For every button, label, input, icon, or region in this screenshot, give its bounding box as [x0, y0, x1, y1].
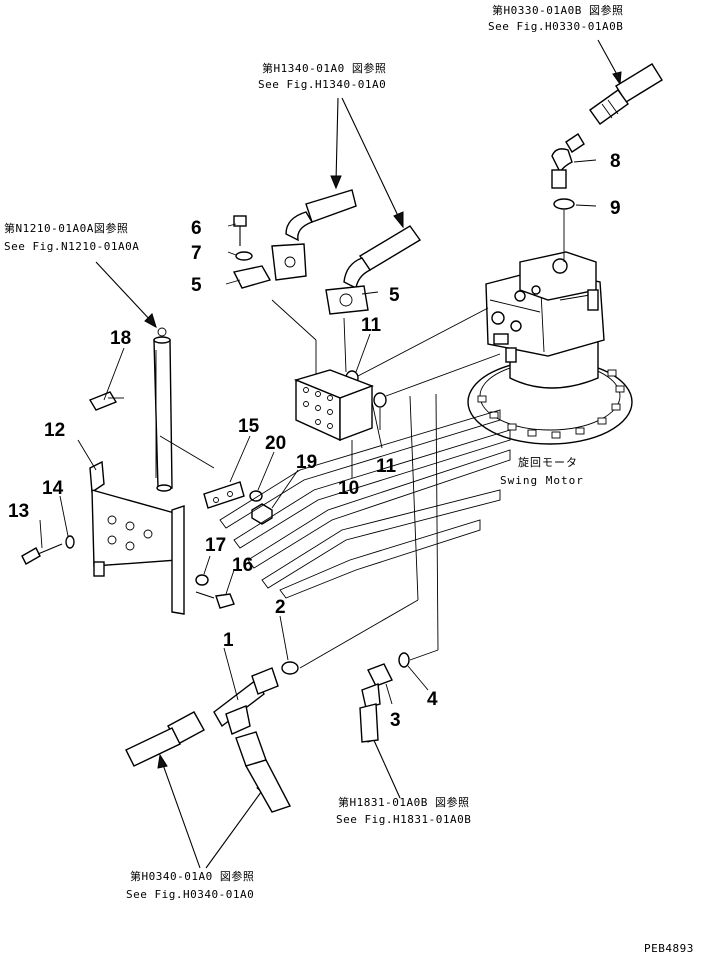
part-12-bracket	[89, 460, 185, 615]
part-label-4: 4	[427, 689, 438, 710]
ref-h1340-jp: 第H1340-01A0 図参照	[262, 61, 386, 75]
ref-h0330: 第H0330-01A0B 図参照 See Fig.H0330-01A0B	[488, 3, 623, 33]
part-labels: 1 2 3 4 5 5 6 7 8 9 10 11 11 12 13 14 15…	[8, 151, 621, 731]
part-3-elbow	[359, 663, 393, 743]
part-label-17: 17	[205, 535, 226, 556]
part-7-washer	[235, 251, 253, 261]
part-label-14: 14	[42, 478, 64, 499]
part-label-10: 10	[338, 478, 359, 499]
part-label-19: 19	[296, 452, 317, 473]
part-label-3: 3	[390, 710, 401, 731]
part-label-11-lower: 11	[376, 456, 397, 477]
part-17-washer	[195, 574, 209, 586]
hose-h1340-left	[271, 189, 357, 281]
ref-h0330-en: See Fig.H0330-01A0B	[488, 20, 623, 33]
part-label-12: 12	[44, 420, 65, 441]
part-label-7: 7	[191, 243, 202, 264]
part-18-rod	[153, 327, 173, 492]
part-19-nut	[251, 503, 273, 525]
part-label-16: 16	[232, 555, 253, 576]
ref-h1831-en: See Fig.H1831-01A0B	[336, 813, 471, 826]
part-label-15: 15	[238, 416, 260, 437]
ref-h1831: 第H1831-01A0B 図参照 See Fig.H1831-01A0B	[336, 795, 471, 826]
swing-motor	[467, 251, 633, 445]
part-10-block	[293, 369, 374, 442]
figure-code: PEB4893	[644, 942, 694, 955]
part-label-2: 2	[275, 597, 286, 618]
part-2-oring	[281, 661, 299, 675]
flow-hatch	[219, 393, 511, 669]
part-16-bolt	[195, 591, 235, 609]
hose-h0340-right	[235, 731, 292, 813]
part-18-clip	[88, 391, 118, 411]
part-label-5-left: 5	[191, 275, 202, 296]
ref-n1210: 第N1210-01A0A図参照 See Fig.N1210-01A0A	[4, 221, 139, 253]
ref-n1210-en: See Fig.N1210-01A0A	[4, 240, 139, 253]
ref-h0330-jp: 第H0330-01A0B 図参照	[492, 3, 623, 17]
part-6-bolt	[233, 215, 247, 246]
swing-motor-label-en: Swing Motor	[500, 474, 584, 487]
part-4-oring	[398, 652, 410, 668]
hose-h1340-right	[325, 225, 422, 315]
leader-lines	[39, 159, 597, 705]
part-label-8: 8	[610, 151, 621, 172]
part-label-13: 13	[8, 501, 29, 522]
ref-h0340-en: See Fig.H0340-01A0	[126, 888, 254, 901]
part-14-washer	[65, 535, 75, 549]
hose-upper-right	[589, 63, 663, 125]
ref-n1210-jp: 第N1210-01A0A図参照	[4, 221, 128, 235]
part-13-bolt	[21, 543, 63, 565]
part-20-washer	[249, 490, 263, 502]
part-label-1: 1	[223, 630, 234, 651]
part-5-clamp-left	[232, 265, 272, 289]
ref-h1340-en: See Fig.H1340-01A0	[258, 78, 386, 91]
part-1-tee	[213, 667, 279, 735]
swing-motor-label-jp: 旋回モータ	[518, 455, 578, 469]
part-9-oring	[553, 198, 575, 210]
part-15-plate	[203, 481, 245, 509]
ref-h1831-jp: 第H1831-01A0B 図参照	[338, 795, 469, 809]
part-8-elbow	[551, 133, 585, 189]
swing-motor-label: 旋回モータ Swing Motor	[500, 455, 584, 487]
part-label-20: 20	[265, 433, 286, 454]
hose-h0340-left	[125, 711, 205, 767]
part-label-6: 6	[191, 218, 202, 239]
ref-h1340: 第H1340-01A0 図参照 See Fig.H1340-01A0	[258, 61, 386, 91]
ref-h0340-jp: 第H0340-01A0 図参照	[130, 869, 254, 883]
part-label-9: 9	[610, 198, 621, 219]
part-11-oring-b	[373, 392, 387, 408]
part-label-18: 18	[110, 328, 131, 349]
part-label-5-right: 5	[389, 285, 400, 306]
part-label-11-upper: 11	[361, 315, 382, 336]
ref-h0340: 第H0340-01A0 図参照 See Fig.H0340-01A0	[126, 869, 254, 901]
